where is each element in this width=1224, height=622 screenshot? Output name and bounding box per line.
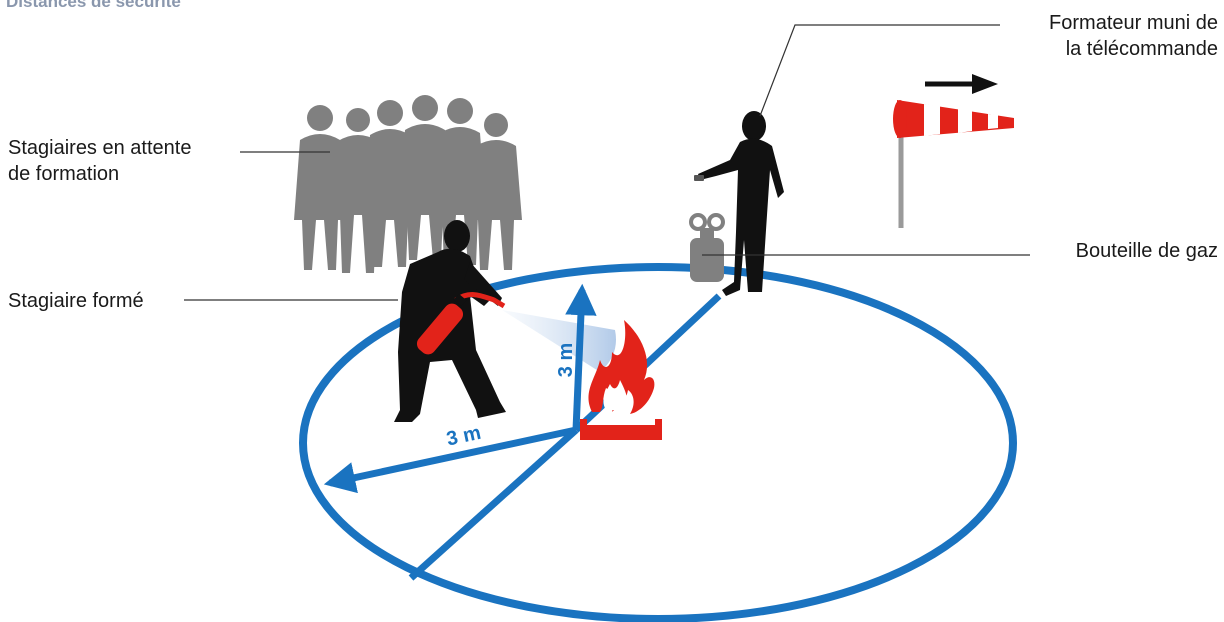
label-trainees-waiting-line2: de formation xyxy=(8,161,191,187)
remote-control-icon xyxy=(694,175,704,181)
label-trainees-waiting-line1: Stagiaires en attente xyxy=(8,135,191,161)
label-trainer-line2: la télécommande xyxy=(1049,36,1218,62)
windsock-icon xyxy=(893,100,1014,228)
wind-arrow-icon xyxy=(925,74,998,94)
label-trainees-waiting: Stagiaires en attente de formation xyxy=(8,135,191,187)
waiting-trainees-silhouettes xyxy=(294,95,522,273)
gas-bottle-icon xyxy=(690,215,724,282)
radius-label-vertical: 3 m xyxy=(555,343,577,377)
label-trainer-line1: Formateur muni de xyxy=(1049,10,1218,36)
perimeter-divider-line xyxy=(411,430,576,578)
label-trained-trainee: Stagiaire formé xyxy=(8,288,144,314)
label-trainer: Formateur muni de la télécommande xyxy=(1049,10,1218,62)
leader-line-trainer xyxy=(760,25,1000,116)
radius-label-horizontal: 3 m xyxy=(445,422,483,451)
label-gas-bottle: Bouteille de gaz xyxy=(1076,238,1218,264)
